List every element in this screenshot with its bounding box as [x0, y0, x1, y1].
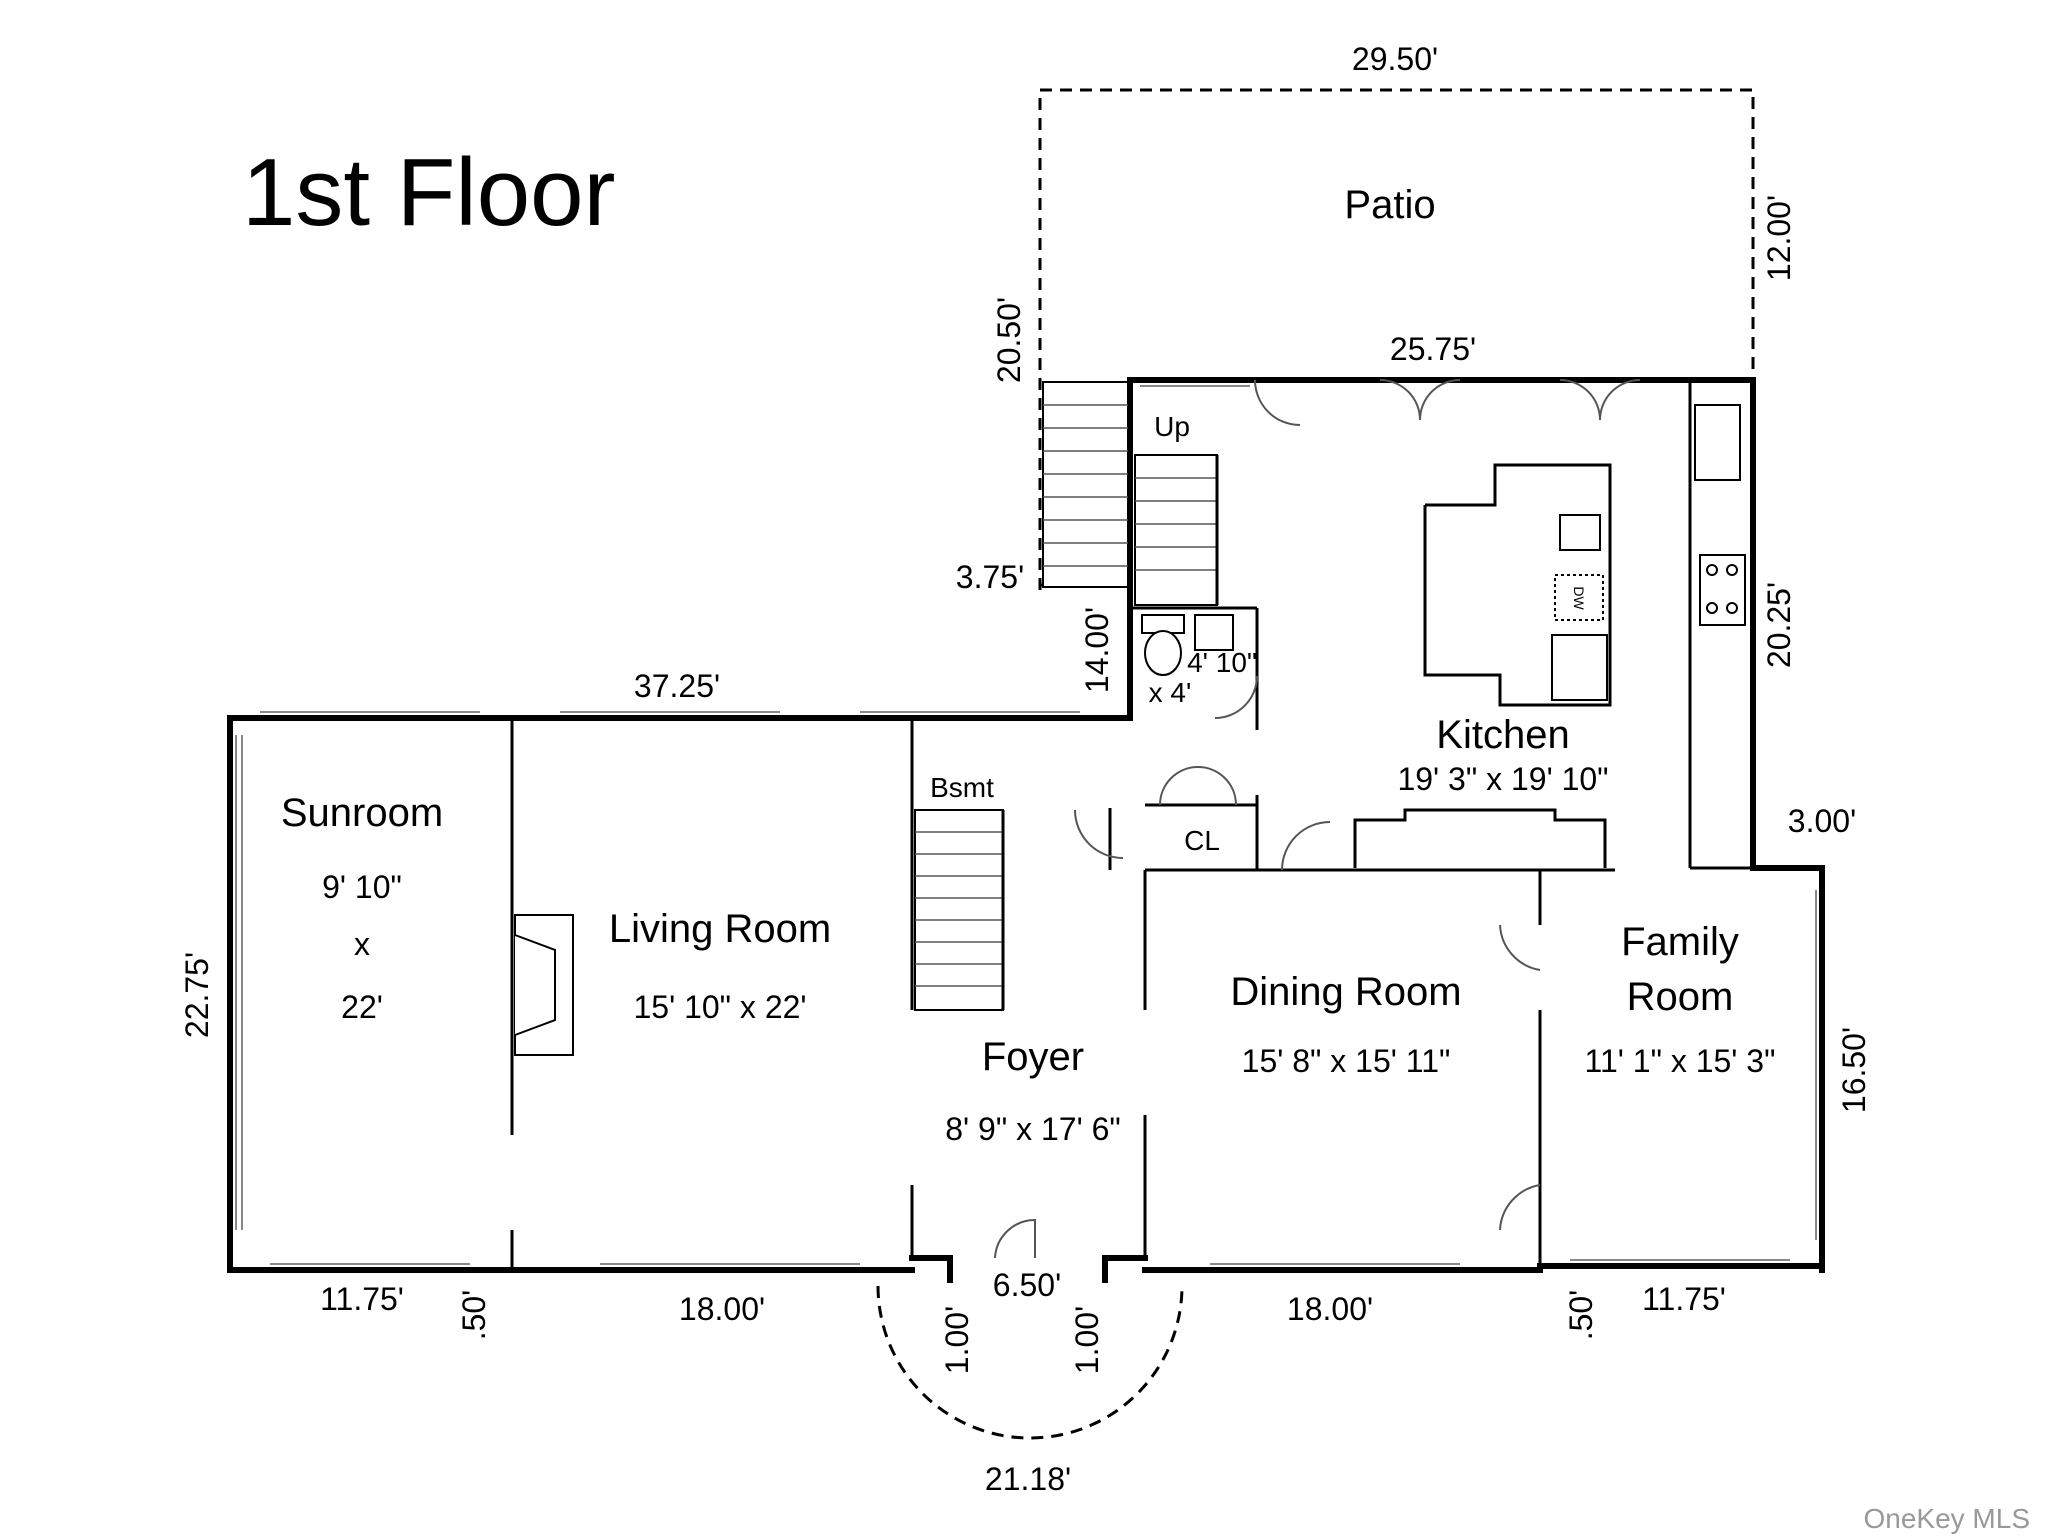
dim-front-50-left: .50' — [456, 1290, 492, 1341]
floor-title: 1st Floor — [242, 139, 615, 246]
dim-front-50-right: .50' — [1563, 1290, 1599, 1341]
kitchen-size: 19' 3" x 19' 10" — [1397, 761, 1608, 797]
up-label: Up — [1154, 411, 1190, 442]
half-bath — [1141, 614, 1234, 676]
kitchen-island — [1423, 463, 1612, 707]
kitchen-label: Kitchen — [1436, 713, 1569, 757]
foyer-size: 8' 9" x 17' 6" — [945, 1111, 1120, 1147]
kitchen-counter-fixtures — [1694, 404, 1746, 626]
dim-bay-21-18: 21.18' — [985, 1461, 1071, 1497]
dim-front-18-right: 18.00' — [1287, 1291, 1373, 1327]
bath-size-b: x 4' — [1149, 677, 1192, 708]
dim-front-11-75-right: 11.75' — [1642, 1281, 1726, 1317]
dining-room-label: Dining Room — [1230, 970, 1461, 1014]
closet-label: CL — [1184, 825, 1220, 856]
dining-room-size: 15' 8" x 15' 11" — [1242, 1043, 1451, 1079]
sunroom-size-b: 22' — [341, 989, 383, 1025]
dim-rear-37-25: 37.25' — [634, 668, 720, 704]
watermark: OneKey MLS — [1863, 1503, 2030, 1534]
dishwasher-label: DW — [1571, 586, 1587, 610]
exterior-stairs — [1042, 381, 1129, 588]
family-room-size: 11' 1" x 15' 3" — [1585, 1043, 1776, 1079]
fireplace — [514, 914, 574, 1056]
sunroom-size-x: x — [354, 926, 370, 962]
windows — [235, 385, 1817, 1265]
dim-patio-depth: 12.00' — [1761, 195, 1797, 281]
dim-sunroom-depth: 22.75' — [179, 952, 215, 1038]
basement-stairs — [914, 809, 1005, 1011]
living-room-label: Living Room — [609, 907, 831, 951]
interior-walls — [510, 606, 1615, 1270]
front-bay-arc — [876, 1285, 1184, 1440]
peninsula-counter — [1353, 808, 1607, 868]
doors — [994, 379, 1641, 1259]
up-stairs — [1134, 454, 1219, 606]
sunroom-size-a: 9' 10" — [322, 869, 402, 905]
dim-stair-3-75: 3.75' — [956, 559, 1024, 595]
dim-patio-width: 29.50' — [1352, 41, 1438, 77]
family-room-label-b: Room — [1627, 975, 1734, 1019]
dim-entry-6-50: 6.50' — [993, 1267, 1061, 1303]
dim-family-depth: 16.50' — [1836, 1027, 1872, 1113]
exterior-walls — [227, 377, 1825, 1283]
family-room-label-a: Family — [1621, 920, 1739, 964]
dim-right-20-25: 20.25' — [1761, 582, 1797, 668]
dim-kitchen-width: 25.75' — [1390, 331, 1476, 367]
dim-left-20-50: 20.50' — [991, 297, 1027, 383]
dim-step-3-00: 3.00' — [1788, 803, 1856, 839]
dim-front-18-left: 18.00' — [679, 1291, 765, 1327]
patio-label: Patio — [1344, 183, 1435, 227]
foyer-label: Foyer — [982, 1035, 1084, 1079]
dim-wall-14-00: 14.00' — [1079, 607, 1115, 693]
dim-entry-1-right: 1.00' — [1069, 1306, 1105, 1374]
living-room-size: 15' 10" x 22' — [633, 989, 806, 1025]
dim-front-11-75-left: 11.75' — [320, 1281, 404, 1317]
bath-size-a: 4' 10" — [1187, 647, 1257, 678]
sunroom-label: Sunroom — [281, 791, 443, 835]
basement-label: Bsmt — [930, 772, 994, 803]
dim-entry-1-left: 1.00' — [939, 1306, 975, 1374]
